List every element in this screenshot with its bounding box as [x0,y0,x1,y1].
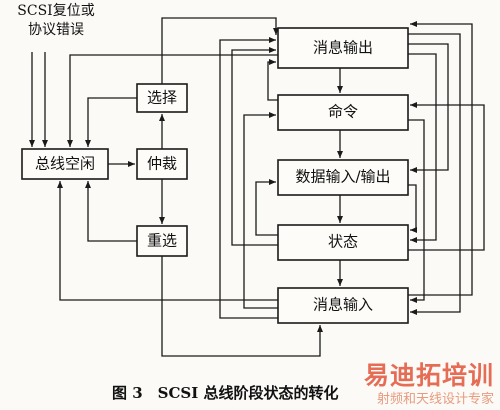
message-in-box [277,287,409,324]
reselection-to-message-in-arrow [161,256,323,357]
message-out-to-bus-free-arrow [67,54,278,147]
watermark-main: 易迪拓培训 [363,361,494,390]
status-to-data-arrow [255,179,278,236]
status-to-command-arrow [408,102,485,251]
selection-box [136,83,188,113]
message-out-to-status-arrow [408,53,437,243]
input-note-line1: SCSI复位或 [17,3,95,19]
selection-to-bus-free-arrow [85,97,137,147]
message-out-box [277,27,409,69]
input-note: SCSI复位或 协议错误 [6,2,106,40]
reselection-to-bus-free-arrow [85,181,137,242]
command-to-message-in-arrow [408,119,425,303]
message-out-label: 消息输出 [312,38,374,57]
message-in-to-message-out-right-arrow [408,21,473,296]
reselection-label: 重选 [146,231,178,250]
data-io-box [277,159,409,196]
status-to-message-out-arrow [231,47,278,246]
watermark: 易迪拓培训 射频和天线设计专家 [330,356,498,408]
command-label: 命令 [327,102,359,121]
bus-free-label: 总线空闲 [34,154,96,173]
selection-label: 选择 [146,88,178,107]
reselection-box [136,225,188,257]
message-in-to-command-arrow [243,112,278,309]
status-label: 状态 [327,232,359,251]
watermark-sub: 射频和天线设计专家 [376,392,494,407]
arbitration-label: 仲裁 [146,154,178,173]
input-note-line2: 协议错误 [28,22,84,38]
message-in-to-bus-free-arrow [57,181,278,301]
figure-caption: 图 3 SCSI 总线阶段状态的转化 [112,384,339,402]
status-box [277,224,409,261]
data-io-label: 数据输入/输出 [295,167,391,186]
selection-to-message-out-arrow [161,17,279,84]
message-in-label: 消息输入 [312,295,374,314]
message-out-to-data-arrow [408,43,449,173]
message-in-to-message-out-arrow [219,37,278,319]
bus-free-box [21,148,109,180]
command-to-message-out-arrow [267,59,278,101]
data-to-status-loop-arrow [408,184,417,233]
message-out-to-message-in-arrow [408,33,461,315]
command-box [277,94,409,131]
